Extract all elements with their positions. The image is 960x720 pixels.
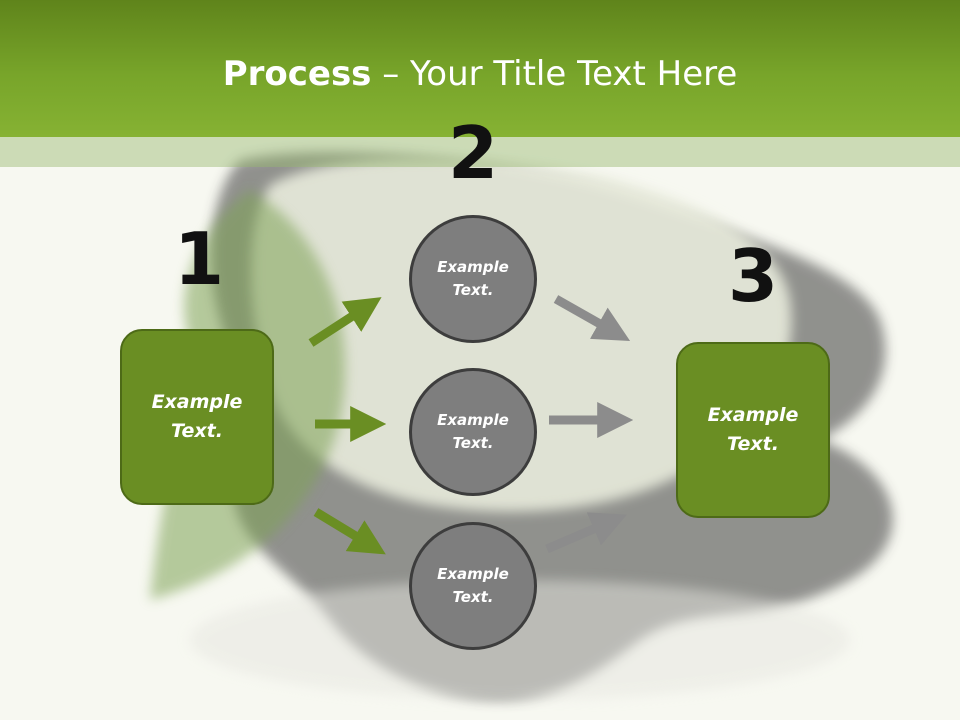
node-1-label: Example Text. — [437, 258, 509, 299]
node-2-label: Example Text. — [437, 411, 509, 452]
step-number-1: 1 — [173, 217, 225, 301]
arrow-2a-to-3 — [553, 295, 631, 341]
arrow-1-to-2a — [308, 297, 382, 347]
step-number-2: 2 — [447, 111, 499, 195]
title-bar — [0, 0, 960, 137]
step-1-box: Example Text. — [120, 329, 274, 505]
title-bar-strip — [0, 137, 960, 167]
arrow-2c-to-3 — [545, 512, 627, 554]
title-rest: – Your Title Text Here — [371, 54, 738, 94]
step-2-node-3: Example Text. — [409, 522, 537, 650]
node-3-label: Example Text. — [437, 565, 509, 606]
step-3-box: Example Text. — [676, 342, 830, 518]
step-2-node-1: Example Text. — [409, 215, 537, 343]
slide-title: Process – Your Title Text Here — [0, 52, 960, 96]
step-1-label: Example Text. — [151, 391, 243, 442]
title-bold: Process — [222, 54, 372, 94]
step-2-node-2: Example Text. — [409, 368, 537, 496]
step-3-label: Example Text. — [707, 404, 799, 455]
arrow-1-to-2c — [313, 508, 386, 555]
step-number-3: 3 — [727, 234, 779, 318]
